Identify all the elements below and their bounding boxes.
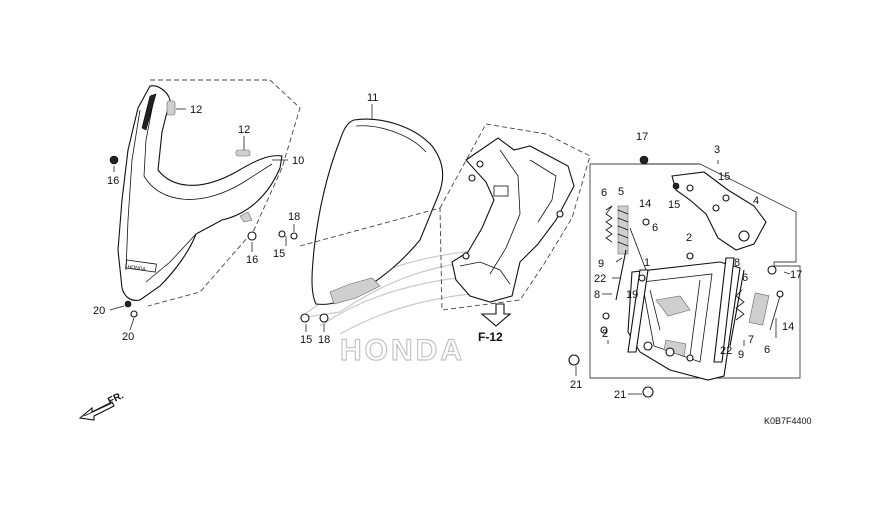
reference-label: F-12 <box>478 330 503 344</box>
part-label: 6 <box>652 222 658 234</box>
part-label: 18 <box>288 211 300 223</box>
windscreen <box>311 118 444 305</box>
part-label: 12 <box>238 124 250 136</box>
part-label: 14 <box>782 321 794 333</box>
part-label: 12 <box>190 104 202 116</box>
part-label: 15 <box>718 171 730 183</box>
drawing-code: K0B7F4400 <box>764 416 812 426</box>
part-label: 14 <box>639 198 651 210</box>
windscreen-bracket-assembly: F-12 <box>299 123 591 344</box>
part-label: 2 <box>602 328 608 340</box>
part-label: 15 <box>300 334 312 346</box>
part-number-labels: 12 12 10 16 11 18 15 16 20 20 15 18 17 3… <box>93 92 802 401</box>
part-label: 6 <box>764 344 770 356</box>
part-label: 9 <box>598 258 604 270</box>
part-label: 16 <box>107 175 119 187</box>
part-label: 6 <box>742 272 748 284</box>
honda-watermark-text: HONDA <box>340 334 465 367</box>
part-label: 15 <box>668 199 680 211</box>
part-label: 17 <box>636 131 648 143</box>
adjuster-group-frame <box>589 163 801 379</box>
part-label: 8 <box>594 289 600 301</box>
part-label: 11 <box>367 92 378 104</box>
part-label: 18 <box>318 334 330 346</box>
part-label: 15 <box>273 248 285 260</box>
svg-text:HONDA: HONDA <box>127 264 146 273</box>
part-label: 21 <box>570 379 582 391</box>
part-label: 17 <box>790 269 802 281</box>
part-label: 4 <box>753 195 759 207</box>
front-cover-panel <box>117 85 283 301</box>
honda-wing-watermark: HONDA <box>297 247 521 368</box>
part-label: 7 <box>748 334 754 346</box>
fasteners-left <box>109 155 329 323</box>
part-label: 2 <box>686 232 692 244</box>
part-label: 16 <box>246 254 258 266</box>
part-label: 20 <box>122 331 134 343</box>
part-label: 9 <box>738 349 744 361</box>
part-label: 21 <box>614 389 626 401</box>
part-label: 22 <box>594 273 606 285</box>
front-marker-label: FR. <box>106 390 125 407</box>
part-label: 8 <box>734 257 740 269</box>
part-label: 10 <box>292 155 304 167</box>
cover-group-frame <box>147 79 301 307</box>
part-label: 19 <box>626 289 638 301</box>
part-label: 5 <box>618 186 624 198</box>
part-label: 3 <box>714 144 720 156</box>
front-cover-assembly: HONDA <box>117 79 301 307</box>
adjuster-assembly <box>568 155 801 398</box>
front-direction-marker: FR. <box>78 390 126 421</box>
bracket-group-frame <box>439 123 591 311</box>
part-label: 1 <box>644 257 650 269</box>
part-label: 20 <box>93 305 105 317</box>
leader-lines <box>109 104 791 395</box>
part-label: 6 <box>601 187 607 199</box>
part-label: 22 <box>720 345 732 357</box>
